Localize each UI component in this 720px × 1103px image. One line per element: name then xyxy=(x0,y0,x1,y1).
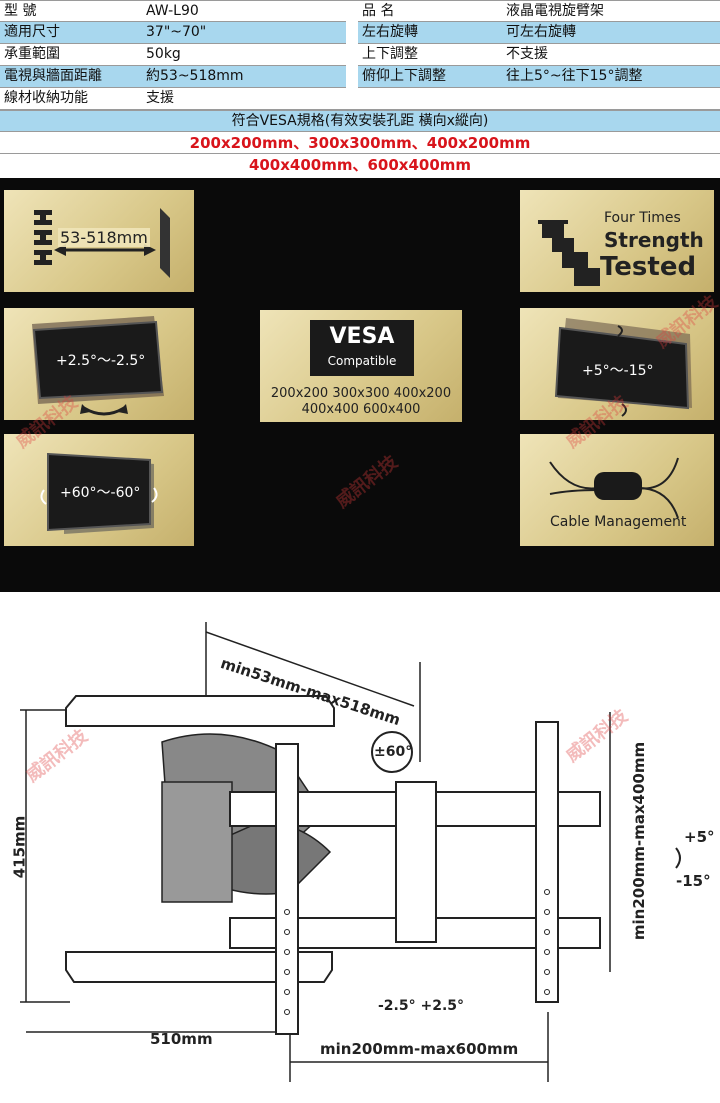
spec-row: 電視與牆面距離 約53~518mm 俯仰上下調整 往上5°~往下15°調整 xyxy=(0,66,720,88)
weight-stack-icon xyxy=(538,220,600,286)
feature-panel: 53-518mm +2.5°～-2.5° +60°～-60° VESA Comp… xyxy=(0,178,720,592)
vesa-sizes-line: 200x200mm、300x300mm、400x200mm xyxy=(0,132,720,154)
feature-tile-swivel: +60°～-60° xyxy=(4,434,194,546)
feature-tile-tilt: +5°～-15° xyxy=(520,308,714,420)
spec-value: 50kg xyxy=(146,46,181,62)
tv-roll-icon xyxy=(32,316,164,416)
spec-label: 左右旋轉 xyxy=(358,22,500,43)
vesa-header: 符合VESA規格(有效安裝孔距 橫向x縱向) xyxy=(0,110,720,132)
spec-value: 往上5°~往下15°調整 xyxy=(500,66,720,87)
swivel-dimension: ±60° xyxy=(374,744,413,760)
spec-value: 不支援 xyxy=(506,46,548,62)
strength-line: Strength xyxy=(604,228,704,252)
spec-row: 線材收納功能 支援 xyxy=(0,88,720,110)
spec-label: 承重範圍 xyxy=(4,46,60,62)
tilt-up-label: +5° xyxy=(684,828,715,846)
swivel-label: +60°～-60° xyxy=(60,485,141,501)
spec-value: 約53~518mm xyxy=(140,66,346,87)
spec-label: 電視與牆面距離 xyxy=(0,66,140,87)
spec-label: 型 號 xyxy=(4,3,37,19)
spec-table: 型 號 AW-L90 品 名 液晶電視旋臂架 適用尺寸 37"~70" 左右旋轉… xyxy=(0,0,720,110)
feature-tile-roll: +2.5°～-2.5° xyxy=(4,308,194,420)
spec-row: 型 號 AW-L90 品 名 液晶電視旋臂架 xyxy=(0,0,720,23)
spec-value: AW-L90 xyxy=(146,3,199,19)
strength-line: Tested xyxy=(600,252,697,282)
tv-mount-drawing xyxy=(20,622,681,1082)
tilt-label: +5°～-15° xyxy=(582,363,654,379)
dimension-diagram: min53mm-max518mm ±60° 415mm 510mm min200… xyxy=(0,592,720,1103)
roll-dimension: -2.5° +2.5° xyxy=(378,998,465,1014)
spec-row: 適用尺寸 37"~70" 左右旋轉 可左右旋轉 xyxy=(0,22,720,44)
spec-value: 37"~70" xyxy=(140,22,346,43)
roll-label: +2.5°～-2.5° xyxy=(56,353,146,369)
vesa-badge xyxy=(310,320,414,376)
spec-value: 可左右旋轉 xyxy=(500,22,720,43)
spec-label: 俯仰上下調整 xyxy=(358,66,500,87)
spec-value: 支援 xyxy=(146,90,174,106)
feature-tile-strength: Four Times Strength Tested xyxy=(520,190,714,292)
spec-value: 液晶電視旋臂架 xyxy=(506,3,604,19)
vesa-horizontal-dimension: min200mm-max600mm xyxy=(320,1040,519,1058)
distance-label: 53-518mm xyxy=(58,228,150,247)
watermark: 威訊科技 xyxy=(332,451,402,513)
spec-label: 線材收納功能 xyxy=(4,90,88,106)
tv-swivel-icon xyxy=(40,452,158,534)
vesa-badge-title: VESA xyxy=(329,324,395,349)
spec-label: 上下調整 xyxy=(362,46,418,62)
wall-distance-icon xyxy=(34,208,170,278)
spec-label: 品 名 xyxy=(362,3,395,19)
vesa-vertical-dimension: min200mm-max400mm xyxy=(630,741,649,941)
cable-management-icon xyxy=(549,457,679,519)
vesa-sizes-line: 400x400mm、600x400mm xyxy=(248,156,472,174)
feature-tile-cable: Cable Management xyxy=(520,434,714,546)
vesa-sizes-row: 200x200 300x300 400x200 xyxy=(270,386,452,401)
vesa-sizes-row: 400x400 600x400 xyxy=(301,402,421,417)
spec-row: 承重範圍 50kg 上下調整 不支援 xyxy=(0,44,720,66)
strength-line: Four Times xyxy=(604,210,681,226)
feature-tile-vesa: VESA Compatible 200x200 300x300 400x200 … xyxy=(260,310,462,422)
tilt-down-label: -15° xyxy=(676,872,711,890)
spec-label: 適用尺寸 xyxy=(0,22,140,43)
cable-label: Cable Management xyxy=(550,514,687,530)
width-dimension: 510mm xyxy=(150,1030,213,1048)
feature-tile-distance: 53-518mm xyxy=(4,190,194,292)
tv-tilt-icon xyxy=(554,318,692,417)
height-dimension: 415mm xyxy=(10,815,29,879)
vesa-badge-subtitle: Compatible xyxy=(327,354,397,368)
